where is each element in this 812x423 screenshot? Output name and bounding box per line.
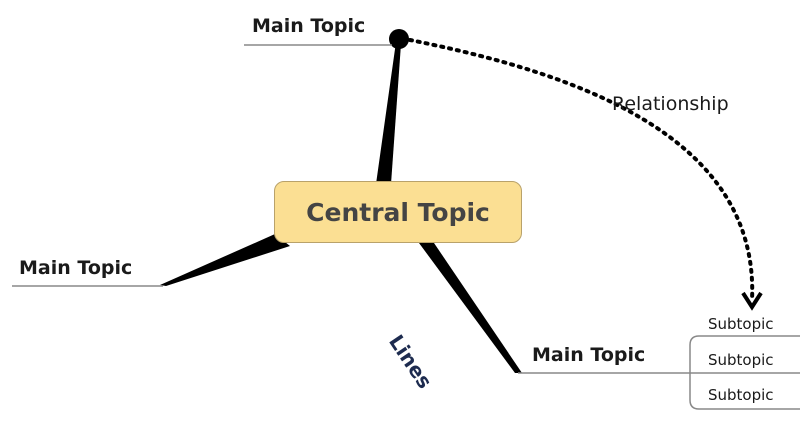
subtopic-2[interactable]: Subtopic [708, 351, 774, 369]
top-main-topic-node-dot [389, 29, 409, 49]
relationship-label: Relationship [612, 93, 729, 115]
subtopic-connector-1 [689, 335, 800, 373]
branch-to-right-main-topic [419, 243, 522, 373]
main-topic-left[interactable]: Main Topic [19, 257, 133, 279]
main-topic-right[interactable]: Main Topic [532, 344, 646, 366]
relationship-curve [408, 38, 755, 302]
central-topic-label: Central Topic [306, 197, 490, 227]
subtopic-connector-3 [689, 373, 800, 410]
subtopic-1[interactable]: Subtopic [708, 315, 774, 333]
branch-to-top-main-topic [376, 42, 401, 184]
relationship-arrowhead-icon [741, 291, 763, 311]
branch-to-left-main-topic [160, 234, 290, 286]
central-topic[interactable]: Central Topic [274, 181, 522, 243]
main-topic-top[interactable]: Main Topic [252, 15, 366, 37]
subtopic-3[interactable]: Subtopic [708, 386, 774, 404]
